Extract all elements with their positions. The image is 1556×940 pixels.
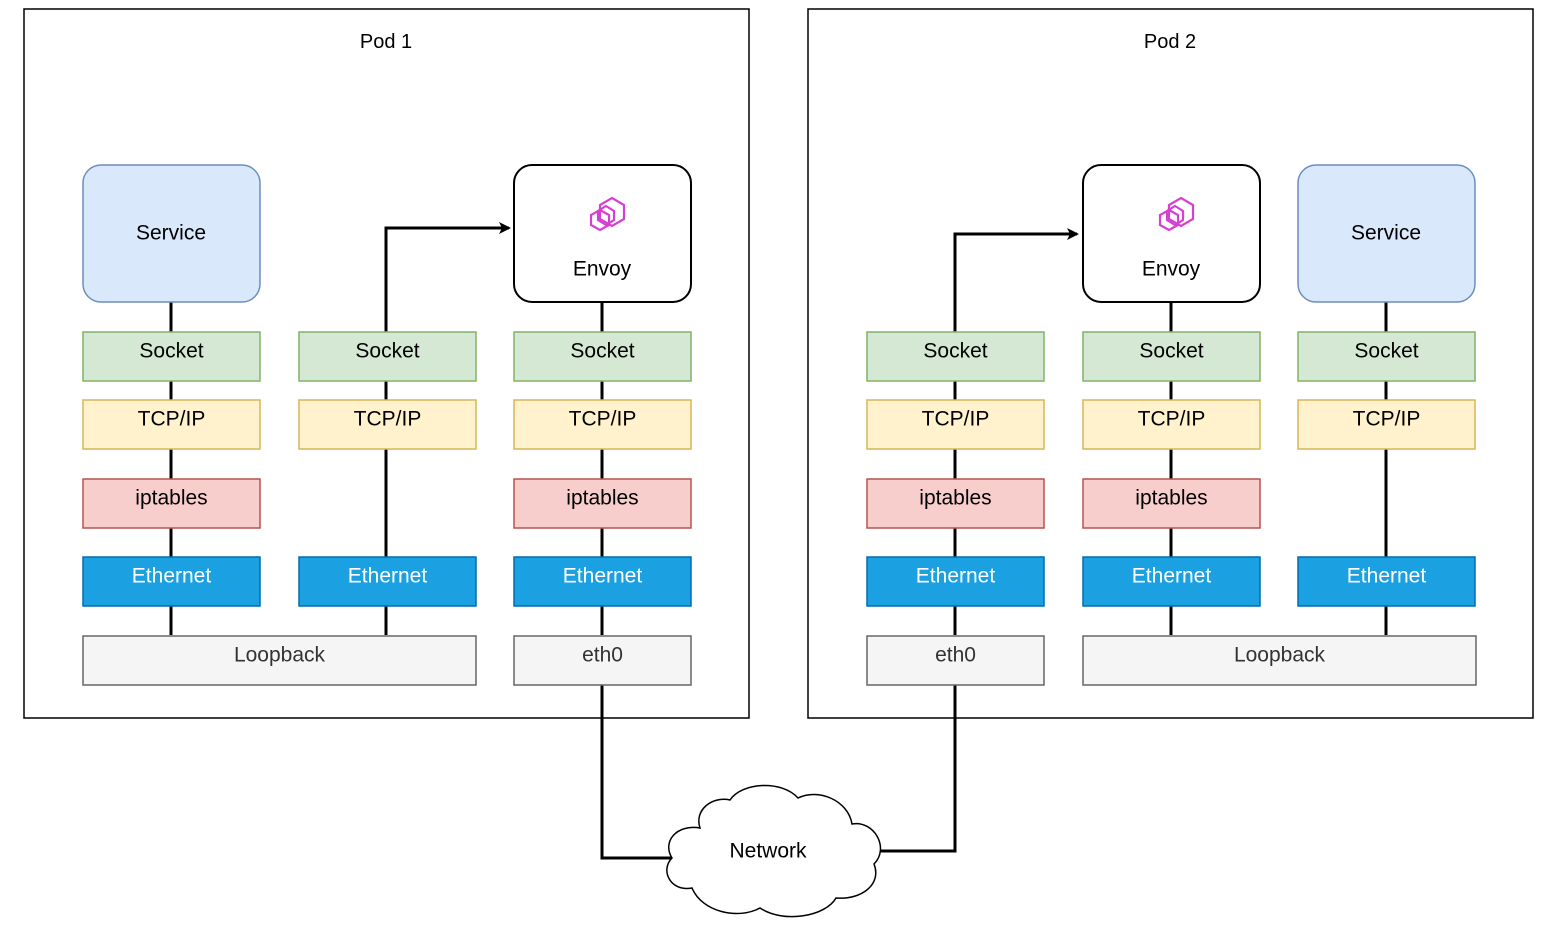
socket-label: Socket xyxy=(1139,340,1203,363)
socket-layer-box: Socket xyxy=(1082,331,1261,382)
socket-label: Socket xyxy=(1354,340,1418,363)
iptables-label: iptables xyxy=(1135,487,1207,510)
ethernet-layer-box: Ethernet xyxy=(866,556,1045,607)
tcpip-layer-box: TCP/IP xyxy=(1297,399,1476,450)
ethernet-label: Ethernet xyxy=(132,565,212,588)
tcpip-label: TCP/IP xyxy=(1138,408,1206,431)
socket-label: Socket xyxy=(355,340,419,363)
tcpip-label: TCP/IP xyxy=(569,408,637,431)
connector-line-to-envoy-1 xyxy=(384,222,511,635)
socket-layer-box: Socket xyxy=(513,331,692,382)
connector-line-network-to-eth0 xyxy=(858,684,957,853)
ethernet-label: Ethernet xyxy=(563,565,643,588)
ethernet-layer-box: Ethernet xyxy=(1297,556,1476,607)
pod-2-title: Pod 2 xyxy=(1144,31,1196,53)
socket-layer-box: Socket xyxy=(1297,331,1476,382)
iptables-layer-box: iptables xyxy=(866,478,1045,529)
ethernet-label: Ethernet xyxy=(916,565,996,588)
ethernet-layer-box: Ethernet xyxy=(298,556,477,607)
envoy-box-pod-2: Envoy xyxy=(1082,164,1261,303)
eth0-label: eth0 xyxy=(935,644,976,667)
tcpip-label: TCP/IP xyxy=(922,408,990,431)
iptables-label: iptables xyxy=(566,487,638,510)
cloud-icon xyxy=(666,784,882,918)
loopback-layer-box: Loopback xyxy=(82,635,477,686)
eth0-layer-box: eth0 xyxy=(866,635,1045,686)
envoy-label: Envoy xyxy=(573,258,632,281)
envoy-box-pod-1: Envoy xyxy=(513,164,692,303)
iptables-label: iptables xyxy=(919,487,991,510)
iptables-layer-box: iptables xyxy=(513,478,692,529)
service-label: Service xyxy=(136,222,206,245)
ethernet-layer-box: Ethernet xyxy=(82,556,261,607)
tcpip-layer-box: TCP/IP xyxy=(82,399,261,450)
ethernet-layer-box: Ethernet xyxy=(1082,556,1261,607)
tcpip-layer-box: TCP/IP xyxy=(866,399,1045,450)
network-cloud: Network xyxy=(666,784,882,918)
socket-label: Socket xyxy=(570,340,634,363)
envoy-label: Envoy xyxy=(1142,258,1201,281)
service-box-pod-2: Service xyxy=(1297,164,1476,303)
eth0-label: eth0 xyxy=(582,644,623,667)
tcpip-layer-box: TCP/IP xyxy=(1082,399,1261,450)
pod-1-title: Pod 1 xyxy=(360,31,412,53)
connector-line-eth0-to-network xyxy=(600,684,688,860)
iptables-layer-box: iptables xyxy=(1082,478,1261,529)
tcpip-label: TCP/IP xyxy=(138,408,206,431)
loopback-label: Loopback xyxy=(1234,644,1326,667)
ethernet-label: Ethernet xyxy=(1347,565,1427,588)
loopback-layer-box: Loopback xyxy=(1082,635,1477,686)
socket-layer-box: Socket xyxy=(82,331,261,382)
iptables-layer-box: iptables xyxy=(82,478,261,529)
eth0-layer-box: eth0 xyxy=(513,635,692,686)
socket-layer-box: Socket xyxy=(866,331,1045,382)
ethernet-label: Ethernet xyxy=(348,565,428,588)
socket-layer-box: Socket xyxy=(298,331,477,382)
socket-label: Socket xyxy=(923,340,987,363)
ethernet-label: Ethernet xyxy=(1132,565,1212,588)
network-label: Network xyxy=(729,840,807,863)
tcpip-layer-box: TCP/IP xyxy=(298,399,477,450)
tcpip-label: TCP/IP xyxy=(354,408,422,431)
service-label: Service xyxy=(1351,222,1421,245)
service-box-pod-1: Service xyxy=(82,164,261,303)
tcpip-label: TCP/IP xyxy=(1353,408,1421,431)
ethernet-layer-box: Ethernet xyxy=(513,556,692,607)
iptables-label: iptables xyxy=(135,487,207,510)
socket-label: Socket xyxy=(139,340,203,363)
tcpip-layer-box: TCP/IP xyxy=(513,399,692,450)
loopback-label: Loopback xyxy=(234,644,326,667)
